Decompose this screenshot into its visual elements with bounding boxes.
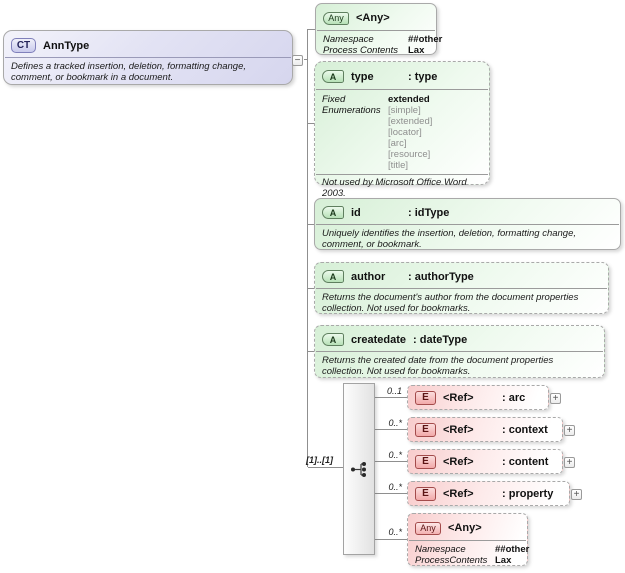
complex-type-title: AnnType (43, 39, 90, 52)
attribute-badge: A (322, 70, 344, 83)
attribute-name: id (351, 206, 361, 219)
attribute-badge: A (322, 333, 344, 346)
fixed-label: Fixed (322, 94, 346, 105)
prop-name: Namespace (415, 544, 466, 555)
element-cardinality: 0..* (388, 450, 402, 460)
enumerations-label: Enumerations (322, 105, 381, 116)
prop-value: ##other (408, 34, 443, 45)
attribute-type: : type (408, 70, 438, 83)
connector-spine (307, 29, 308, 467)
any-title: <Any> (448, 522, 482, 534)
collapse-button[interactable]: − (292, 55, 303, 66)
any-wildcard-node-bottom[interactable]: Any <Any> Namespace ##other ProcessConte… (407, 513, 530, 566)
attribute-badge: A (322, 206, 344, 219)
prop-value: ##other (495, 544, 530, 555)
element-node-arc[interactable]: E <Ref> : arc + (407, 385, 561, 410)
connector-line (375, 397, 408, 398)
attribute-badge: A (322, 270, 344, 283)
element-badge: E (415, 422, 436, 437)
attribute-type: : dateType (413, 333, 468, 346)
any-wildcard-node-top[interactable]: Any <Any> Namespace ##other Process Cont… (315, 3, 442, 56)
element-type: : content (502, 455, 549, 468)
sequence-cardinality: [1]..[1] (306, 455, 333, 465)
prop-name: ProcessContents (415, 555, 488, 566)
prop-value: Lax (408, 45, 425, 56)
connector-line (308, 29, 316, 30)
connector-line (375, 429, 408, 430)
element-name: <Ref> (443, 423, 474, 436)
connector-line (308, 288, 315, 289)
enumeration-value: [arc] (388, 138, 407, 149)
complex-type-node-anntype[interactable]: CT AnnType Defines a tracked insertion, … (3, 30, 303, 85)
sequence-icon (351, 461, 366, 477)
complex-type-description: Defines a tracked insertion, deletion, f… (11, 61, 246, 83)
attribute-name: author (351, 270, 386, 283)
element-cardinality: 0..1 (386, 386, 402, 396)
element-node-content[interactable]: E <Ref> : content + (407, 449, 575, 474)
element-cardinality: 0..* (388, 418, 402, 428)
element-node-property[interactable]: E <Ref> : property + (407, 481, 582, 506)
connector-line (308, 224, 315, 225)
attribute-node-author[interactable]: A author : authorType Returns the docume… (314, 262, 609, 314)
expand-button[interactable]: + (550, 393, 561, 404)
connector-line (375, 461, 408, 462)
any-title: <Any> (356, 12, 390, 24)
element-name: <Ref> (443, 487, 474, 500)
fixed-value: extended (388, 94, 430, 105)
enumeration-value: [locator] (388, 127, 422, 138)
element-badge: E (415, 486, 436, 501)
enumeration-value: [resource] (388, 149, 431, 160)
sequence-group[interactable] (343, 383, 375, 555)
attribute-description: Uniquely identifies the insertion, delet… (322, 228, 577, 250)
attribute-description: Returns the created date from the docume… (322, 355, 554, 377)
attribute-name: type (351, 70, 374, 83)
attribute-name: createdate (351, 333, 407, 346)
attribute-node-type[interactable]: A type : type Fixed extended Enumeration… (314, 61, 490, 199)
complex-type-badge: CT (11, 38, 36, 53)
element-cardinality: 0..* (388, 482, 402, 492)
attribute-description: Returns the document's author from the d… (322, 292, 579, 314)
attribute-type: : authorType (408, 270, 474, 283)
expand-button[interactable]: + (564, 425, 575, 436)
element-name: <Ref> (443, 391, 474, 404)
connector-line (375, 493, 408, 494)
attribute-type: : idType (408, 206, 450, 219)
enumeration-value: [simple] (388, 105, 421, 116)
any-badge: Any (323, 11, 349, 25)
connector-line (308, 351, 315, 352)
attribute-node-createdate[interactable]: A createdate : dateType Returns the crea… (314, 325, 605, 378)
element-cardinality: 0..* (388, 527, 402, 537)
element-type: : context (502, 423, 548, 436)
element-badge: E (415, 390, 436, 405)
attribute-node-id[interactable]: A id : idType Uniquely identifies the in… (314, 198, 621, 250)
connector-line (308, 467, 344, 468)
enumeration-value: [title] (388, 160, 409, 171)
connector-line (375, 539, 408, 540)
prop-name: Namespace (323, 34, 374, 45)
enumeration-value: [extended] (388, 116, 433, 127)
prop-name: Process Contents (323, 45, 398, 56)
element-name: <Ref> (443, 455, 474, 468)
element-type: : property (502, 487, 554, 500)
expand-button[interactable]: + (571, 489, 582, 500)
connector-line (304, 59, 308, 60)
attribute-note: Not used by Microsoft Office Word 2003. (322, 177, 467, 199)
expand-button[interactable]: + (564, 457, 575, 468)
any-badge: Any (415, 521, 441, 535)
prop-value: Lax (495, 555, 512, 566)
element-type: : arc (502, 391, 526, 404)
connector-line (308, 123, 315, 124)
element-node-context[interactable]: E <Ref> : context + (407, 417, 575, 442)
element-badge: E (415, 454, 436, 469)
